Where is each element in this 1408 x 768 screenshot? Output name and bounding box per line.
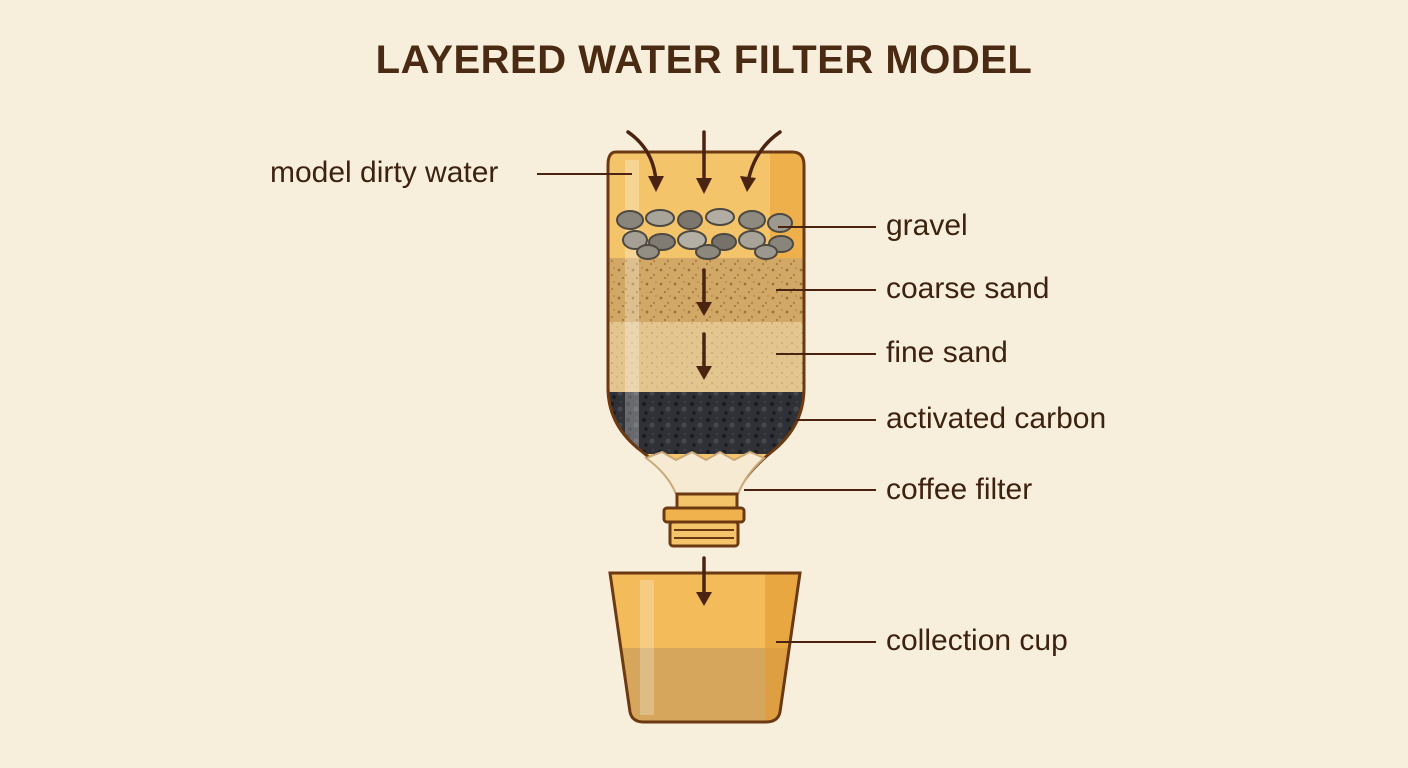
bottle-neck bbox=[675, 492, 739, 510]
fine-sand-layer bbox=[608, 322, 804, 392]
label-activated-carbon: activated carbon bbox=[886, 402, 1107, 435]
bottle-mouth bbox=[668, 520, 740, 548]
gravel-layer bbox=[616, 208, 794, 260]
coffee-filter bbox=[643, 450, 766, 495]
label-gravel: gravel bbox=[886, 209, 968, 242]
activated-carbon-layer bbox=[608, 392, 804, 454]
diagram-title: LAYERED WATER FILTER MODEL bbox=[375, 38, 1033, 82]
label-coarse-sand: coarse sand bbox=[886, 272, 1050, 305]
label-dirty-water: model dirty water bbox=[270, 156, 499, 189]
label-fine-sand: fine sand bbox=[886, 336, 1008, 369]
leader-lines bbox=[537, 173, 876, 643]
arrow-in-right-icon bbox=[746, 130, 782, 184]
bottle-cap bbox=[662, 506, 746, 524]
label-collection-cup: collection cup bbox=[886, 624, 1068, 657]
flow-arrows bbox=[626, 130, 782, 606]
bottle bbox=[606, 150, 806, 548]
collection-cup bbox=[608, 571, 802, 724]
label-coffee-filter: coffee filter bbox=[886, 473, 1033, 506]
